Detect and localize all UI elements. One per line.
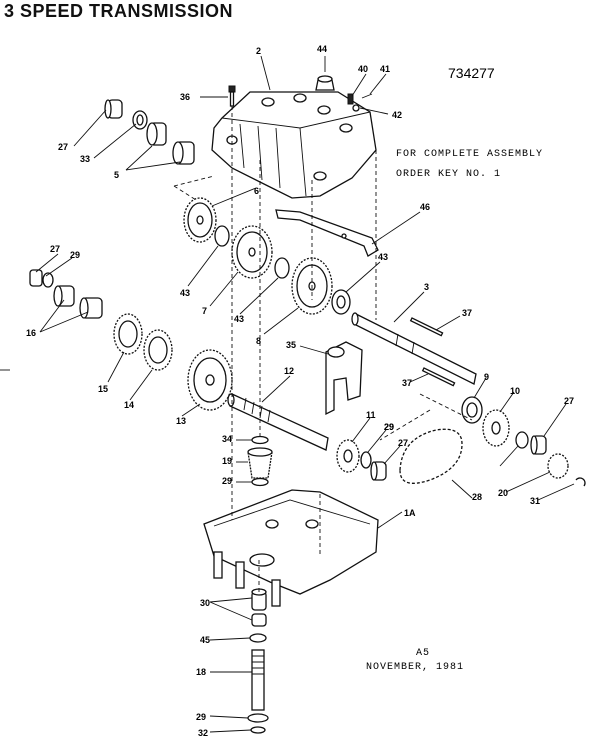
part-label-8: 8 <box>256 336 261 346</box>
part-label-27: 27 <box>58 142 68 152</box>
bearing-set-upper <box>104 99 195 165</box>
part-label-42: 42 <box>392 110 402 120</box>
part-label-37: 37 <box>462 308 472 318</box>
part-label-45: 45 <box>200 635 210 645</box>
bearing-9 <box>461 396 483 424</box>
part-label-7: 7 <box>202 306 207 316</box>
part-label-29: 29 <box>222 476 232 486</box>
diagram-number: 734277 <box>448 65 495 81</box>
washer-43b <box>274 257 290 279</box>
gear-6 <box>183 197 217 243</box>
footer-code: A5 <box>416 648 430 659</box>
leader-lines <box>35 55 575 733</box>
part-label-1a: 1A <box>404 508 416 518</box>
part-label-35: 35 <box>286 340 296 350</box>
part-label-27: 27 <box>564 396 574 406</box>
part-label-41: 41 <box>380 64 390 74</box>
bolt-36 <box>228 85 236 107</box>
gear-13 <box>187 349 233 411</box>
part-label-27: 27 <box>398 438 408 448</box>
part-label-28: 28 <box>472 492 482 502</box>
assembly-lines <box>173 106 473 592</box>
sprocket-11 <box>336 439 360 473</box>
bearing-set-left <box>29 269 103 319</box>
part-label-40: 40 <box>358 64 368 74</box>
lower-housing <box>203 489 379 607</box>
shift-fork-35 <box>325 341 363 416</box>
washer-29-mid <box>360 451 372 469</box>
shaft-3 <box>351 312 477 385</box>
part-label-43: 43 <box>378 252 388 262</box>
part-label-2: 2 <box>256 46 261 56</box>
part-label-44: 44 <box>317 44 327 54</box>
part-label-18: 18 <box>196 667 206 677</box>
part-label-43: 43 <box>180 288 190 298</box>
assembly-note-line2: ORDER KEY NO. 1 <box>396 169 501 180</box>
bushing-27-mid <box>370 461 387 481</box>
assembly-note-line1: FOR COMPLETE ASSEMBLY <box>396 149 543 160</box>
part-label-37: 37 <box>402 378 412 388</box>
part-label-14: 14 <box>124 400 134 410</box>
part-label-29: 29 <box>384 422 394 432</box>
part-label-30: 30 <box>200 598 210 608</box>
gear-14 <box>143 329 173 371</box>
shaft-12 <box>227 393 329 451</box>
chain-28 <box>399 428 463 484</box>
part-label-29: 29 <box>70 250 80 260</box>
gear-15 <box>113 313 143 355</box>
part-label-46: 46 <box>420 202 430 212</box>
part-label-19: 19 <box>222 456 232 466</box>
part-label-27: 27 <box>50 244 60 254</box>
part-label-20: 20 <box>498 488 508 498</box>
part-label-34: 34 <box>222 434 232 444</box>
part-label-16: 16 <box>26 328 36 338</box>
part-label-13: 13 <box>176 416 186 426</box>
washer-43a <box>214 225 230 247</box>
key-37b <box>421 367 456 387</box>
gear-7 <box>231 225 273 279</box>
key-37a <box>409 317 444 337</box>
washer-29-stack <box>251 477 269 487</box>
shift-rail-46 <box>275 209 379 257</box>
part-label-32: 32 <box>198 728 208 738</box>
washer-43c-hole <box>336 295 346 309</box>
part-label-15: 15 <box>98 384 108 394</box>
part-label-9: 9 <box>484 372 489 382</box>
part-label-33: 33 <box>80 154 90 164</box>
screw-set <box>347 93 373 112</box>
footer-date: NOVEMBER, 1981 <box>366 662 464 673</box>
part-label-43: 43 <box>234 314 244 324</box>
part-label-11: 11 <box>366 410 376 420</box>
upper-housing <box>211 91 377 199</box>
part-label-6: 6 <box>254 186 259 196</box>
breather-cap <box>315 75 335 91</box>
part-label-29: 29 <box>384 422 394 432</box>
part-label-12: 12 <box>284 366 294 376</box>
bottom-shaft-stack <box>247 588 269 734</box>
page-title: 3 SPEED TRANSMISSION <box>4 1 234 21</box>
part-label-5: 5 <box>114 170 119 180</box>
part-labels: 2 44 40 41 36 42 27 33 5 6 46 27 29 43 7 43 43 8 3 37 16 35 12… <box>26 44 574 738</box>
part-label-36: 36 <box>180 92 190 102</box>
part-label-3: 3 <box>424 282 429 292</box>
part-label-29: 29 <box>196 712 206 722</box>
bearing-set-right <box>515 431 586 487</box>
part-label-31: 31 <box>530 496 540 506</box>
part-label-10: 10 <box>510 386 520 396</box>
sprocket-10 <box>482 409 510 447</box>
washer-34 <box>251 435 269 445</box>
bevel-gear-19 <box>247 447 273 479</box>
